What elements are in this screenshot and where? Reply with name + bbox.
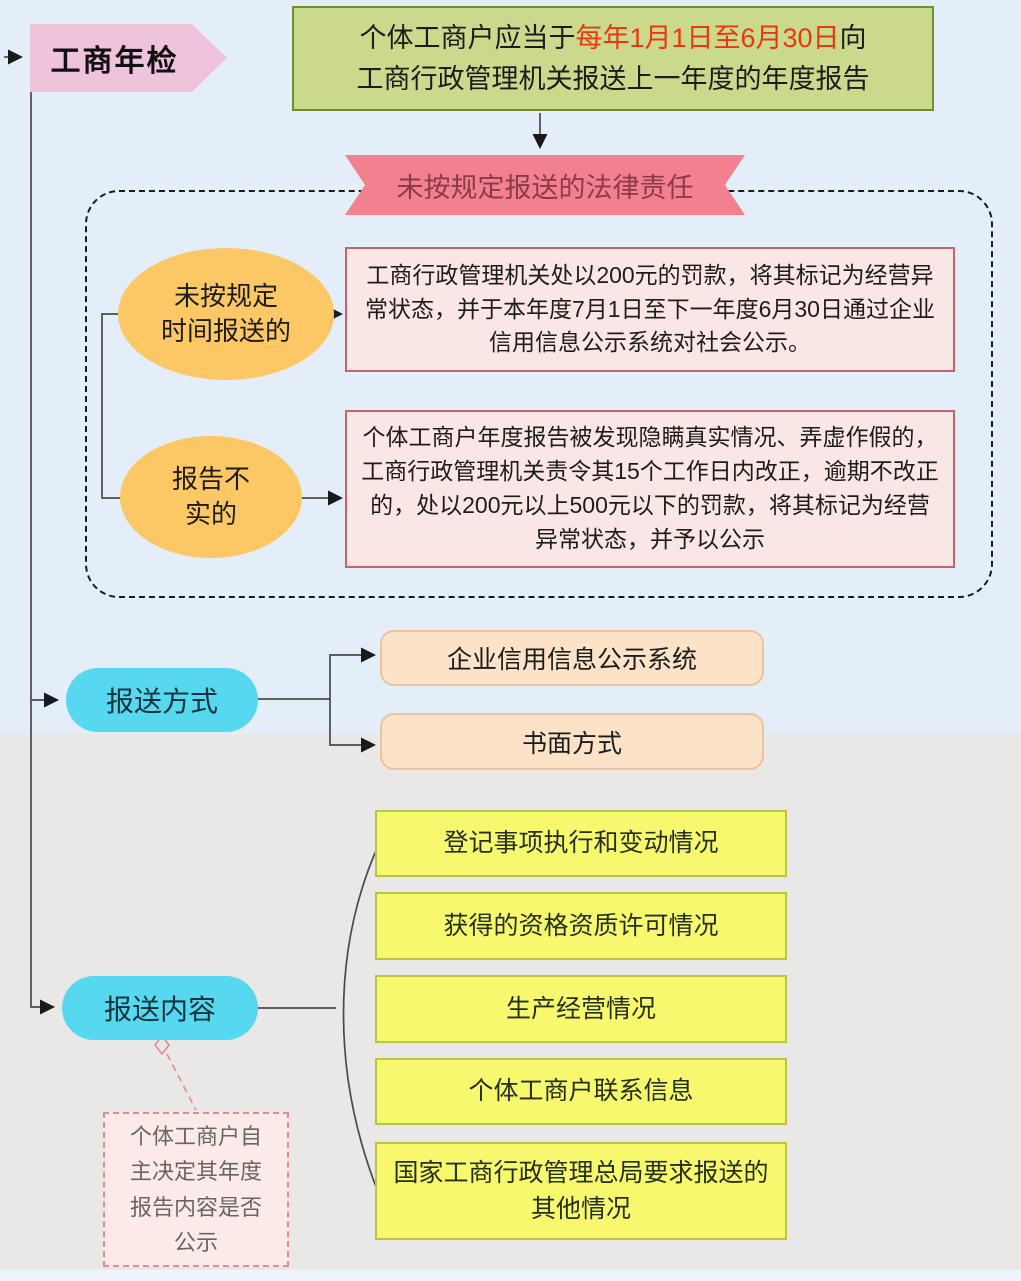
- root-node-label: 工商年检: [50, 45, 179, 78]
- report-method-node: 报送方式: [66, 668, 258, 732]
- condition-late-report-label: 未按规定 时间报送的: [160, 280, 291, 346]
- method-option-written: 书面方式: [380, 713, 764, 770]
- content-item-other-required: 国家工商行政管理总局要求报送的其他情况: [375, 1142, 787, 1240]
- intro-line-1: 个体工商户应当于每年1月1日至6月30日向: [359, 23, 867, 53]
- legal-liability-banner-label: 未按规定报送的法律责任: [396, 172, 694, 203]
- intro-deadline-highlight: 每年1月1日至6月30日: [575, 23, 840, 53]
- trunk-line-to-contents: [30, 92, 56, 1015]
- method-option-credit-system: 企业信用信息公示系统: [380, 630, 764, 686]
- report-content-label: 报送内容: [103, 994, 216, 1025]
- disclosure-note-box: 个体工商户自 主决定其年度 报告内容是否 公示: [103, 1112, 289, 1267]
- report-content-node: 报送内容: [62, 976, 258, 1040]
- intro-line-2: 工商行政管理机关报送上一年度的年度报告: [356, 63, 870, 94]
- condition-false-report-oval: 报告不 实的: [120, 436, 302, 558]
- contents-fanout-arc: [342, 845, 379, 1193]
- condition-false-report-label: 报告不 实的: [171, 463, 250, 529]
- disclosure-note-text: 个体工商户自 主决定其年度 报告内容是否 公示: [129, 1124, 262, 1255]
- note-diamond-icon: [153, 1034, 171, 1056]
- method-option-credit-system-label: 企业信用信息公示系统: [446, 646, 697, 674]
- penalty-late-report-text: 工商行政管理机关处以200元的罚款，将其标记为经营异常状态，并于本年度7月1日至…: [365, 261, 935, 356]
- methods-connector-upper: [258, 647, 377, 700]
- content-item-registration: 登记事项执行和变动情况: [375, 810, 787, 877]
- method-option-written-label: 书面方式: [521, 729, 622, 758]
- content-item-contact-info: 个体工商户联系信息: [375, 1058, 787, 1125]
- penalty-false-report-box: 个体工商户年度报告被发现隐瞒真实情况、弄虚作假的，工商行政管理机关责令其15个工…: [345, 410, 955, 568]
- root-node-annual-inspection: 工商年检: [30, 24, 227, 92]
- penalty-late-report-box: 工商行政管理机关处以200元的罚款，将其标记为经营异常状态，并于本年度7月1日至…: [345, 247, 955, 372]
- condition-late-report-oval: 未按规定 时间报送的: [118, 248, 334, 380]
- legal-liability-banner: 未按规定报送的法律责任: [345, 155, 745, 215]
- background-bottom-strip: [0, 1270, 1021, 1281]
- methods-connector-lower: [329, 699, 377, 753]
- content-item-qualifications: 获得的资格资质许可情况: [375, 892, 787, 960]
- content-item-operations: 生产经营情况: [375, 975, 787, 1043]
- penalty-false-report-text: 个体工商户年度报告被发现隐瞒真实情况、弄虚作假的，工商行政管理机关责令其15个工…: [361, 424, 939, 552]
- note-dashed-link: [166, 1053, 197, 1111]
- intro-rule-box: 个体工商户应当于每年1月1日至6月30日向 工商行政管理机关报送上一年度的年度报…: [292, 6, 934, 111]
- report-method-label: 报送方式: [105, 686, 218, 717]
